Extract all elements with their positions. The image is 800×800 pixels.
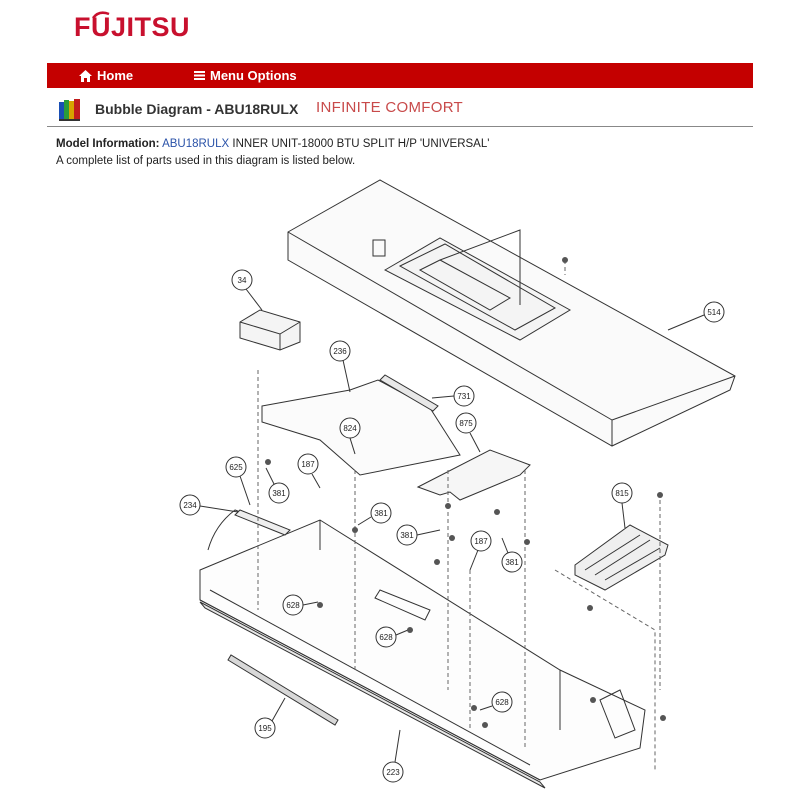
svg-text:628: 628 xyxy=(379,633,393,642)
nav-home-link[interactable]: Home xyxy=(79,68,133,83)
plate-part xyxy=(261,379,461,476)
svg-text:381: 381 xyxy=(374,509,388,518)
bubble-187-b[interactable]: 187 xyxy=(469,530,492,571)
bubble-34[interactable]: 34 xyxy=(231,269,263,311)
chassis-tray xyxy=(199,519,646,781)
bubble-381-c[interactable]: 381 xyxy=(396,524,441,546)
parts-diagram: 34 236 731 514 824 875 xyxy=(179,179,736,789)
svg-text:628: 628 xyxy=(495,698,509,707)
logo-swoosh-icon xyxy=(92,11,110,19)
page-title: Bubble Diagram - ABU18RULX xyxy=(95,101,299,117)
page-subtitle: INFINITE COMFORT xyxy=(316,99,464,116)
svg-text:824: 824 xyxy=(343,424,357,433)
svg-text:628: 628 xyxy=(286,601,300,610)
fujitsu-logo[interactable]: FUJITSU xyxy=(74,11,190,46)
svg-text:187: 187 xyxy=(474,537,488,546)
bubble-731[interactable]: 731 xyxy=(431,385,475,407)
hamburger-icon xyxy=(194,71,205,80)
bubble-381-d[interactable]: 381 xyxy=(501,537,523,573)
bubble-187-a[interactable]: 187 xyxy=(297,453,321,489)
bubble-381-a[interactable]: 381 xyxy=(265,467,290,504)
binders-icon xyxy=(59,99,80,121)
bubble-callouts: 34 236 731 514 824 875 xyxy=(179,269,725,783)
terminal-block xyxy=(574,524,669,591)
model-info: Model Information: ABU18RULX INNER UNIT-… xyxy=(56,138,489,150)
svg-text:381: 381 xyxy=(272,489,286,498)
sensor-cable xyxy=(207,509,291,551)
svg-text:236: 236 xyxy=(333,347,347,356)
model-link[interactable]: ABU18RULX xyxy=(162,138,230,150)
nav-menu-options[interactable]: Menu Options xyxy=(194,68,297,83)
bubble-625[interactable]: 625 xyxy=(225,456,251,506)
bubble-236[interactable]: 236 xyxy=(329,340,351,393)
tie-band xyxy=(227,654,339,726)
nav-home-label: Home xyxy=(97,68,134,83)
bubble-381-b[interactable]: 381 xyxy=(357,502,392,526)
svg-text:34: 34 xyxy=(238,276,247,285)
svg-text:875: 875 xyxy=(459,419,473,428)
svg-text:815: 815 xyxy=(615,489,629,498)
bubble-514[interactable]: 514 xyxy=(667,301,725,331)
bubble-195[interactable]: 195 xyxy=(254,697,286,739)
svg-text:381: 381 xyxy=(400,531,414,540)
plate-875 xyxy=(416,449,531,501)
fasteners xyxy=(265,257,666,728)
svg-text:731: 731 xyxy=(457,392,471,401)
nav-bar: Home Menu Options xyxy=(47,63,753,88)
title-divider xyxy=(47,126,753,127)
bubble-223[interactable]: 223 xyxy=(382,729,404,783)
bubble-628-a[interactable]: 628 xyxy=(282,594,319,616)
nav-menu-label: Menu Options xyxy=(210,68,297,83)
model-info-label: Model Information: xyxy=(56,138,160,150)
bubble-234[interactable]: 234 xyxy=(179,494,239,516)
bubble-628-b[interactable]: 628 xyxy=(375,626,409,648)
bracket-part xyxy=(379,374,439,412)
bubble-628-c[interactable]: 628 xyxy=(479,691,513,713)
svg-text:625: 625 xyxy=(229,463,243,472)
home-icon xyxy=(79,69,92,82)
bubble-875[interactable]: 875 xyxy=(455,412,481,453)
svg-text:187: 187 xyxy=(301,460,315,469)
svg-text:195: 195 xyxy=(258,724,272,733)
page-header: Bubble Diagram - ABU18RULX INFINITE COMF… xyxy=(57,97,753,125)
svg-text:234: 234 xyxy=(183,501,197,510)
bubble-815[interactable]: 815 xyxy=(611,482,633,529)
svg-text:381: 381 xyxy=(505,558,519,567)
model-description: INNER UNIT-18000 BTU SPLIT H/P 'UNIVERSA… xyxy=(232,138,490,150)
bubble-824[interactable]: 824 xyxy=(339,417,361,455)
parts-note: A complete list of parts used in this di… xyxy=(56,155,356,167)
base-rail xyxy=(199,601,546,789)
svg-text:514: 514 xyxy=(707,308,721,317)
top-cover-panel xyxy=(287,179,736,447)
electrical-box xyxy=(239,309,301,351)
svg-text:223: 223 xyxy=(386,768,400,777)
